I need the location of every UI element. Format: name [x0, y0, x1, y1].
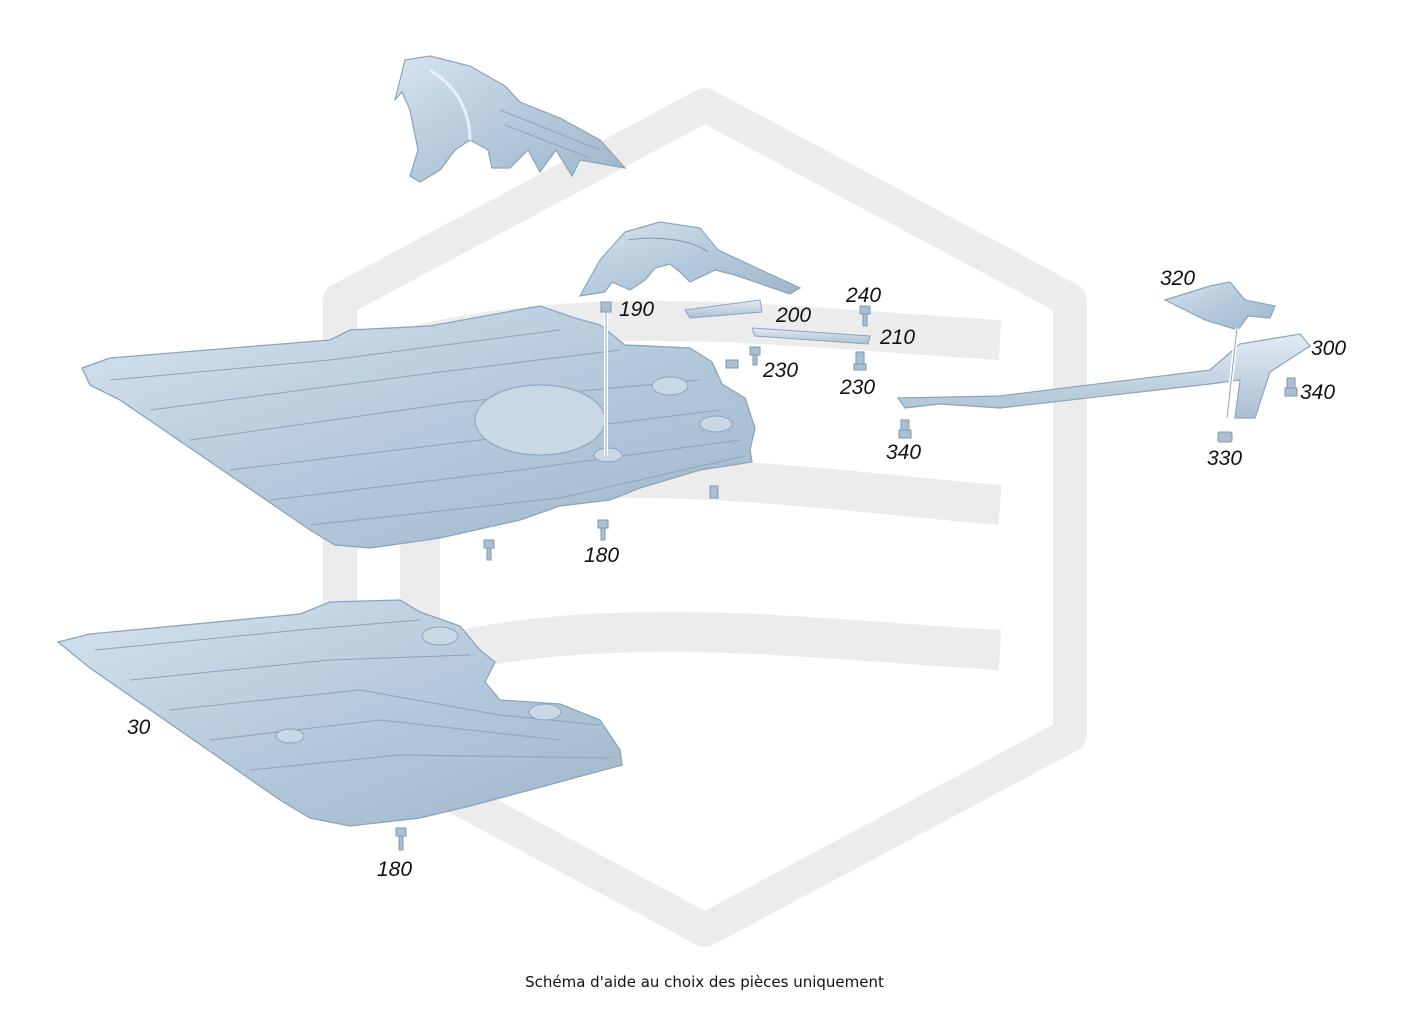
bolt-230-left	[725, 346, 761, 369]
bolt-180-lower	[395, 827, 407, 851]
underbody-panel-lower	[56, 599, 623, 827]
bracket-200	[684, 299, 763, 319]
callout-210: 210	[879, 326, 915, 349]
callout-190: 190	[619, 298, 654, 321]
callout-180-upper: 180	[584, 544, 619, 567]
bracket-320	[1163, 281, 1276, 331]
leader-line-320	[1225, 327, 1239, 419]
callout-340-left: 340	[886, 441, 921, 464]
bolt-230-right	[853, 351, 867, 371]
cross-strut-300	[896, 333, 1311, 419]
diagram-caption: Schéma d'aide au choix des pièces unique…	[525, 973, 884, 991]
callout-230-right: 230	[839, 376, 875, 399]
wheel-arch-liner-upper	[394, 55, 627, 183]
callout-330: 330	[1207, 447, 1242, 470]
underbody-panel-main	[81, 305, 756, 549]
bolt-340-left	[898, 419, 912, 439]
callout-30: 30	[127, 716, 151, 739]
callout-320: 320	[1160, 267, 1195, 290]
nut-330	[1217, 431, 1233, 443]
bolt-340-right	[1284, 377, 1298, 397]
callout-300: 300	[1311, 337, 1346, 360]
bolt-240	[859, 305, 871, 327]
bolt-180-upper	[483, 485, 719, 561]
leader-line-190	[600, 301, 612, 456]
wheel-arch-liner-middle	[578, 221, 802, 297]
callout-180-lower: 180	[377, 858, 412, 881]
bracket-210	[751, 327, 871, 345]
callout-230-left: 230	[762, 359, 798, 382]
callout-240: 240	[845, 284, 881, 307]
callout-340-right: 340	[1300, 381, 1335, 404]
callout-200: 200	[775, 304, 811, 327]
